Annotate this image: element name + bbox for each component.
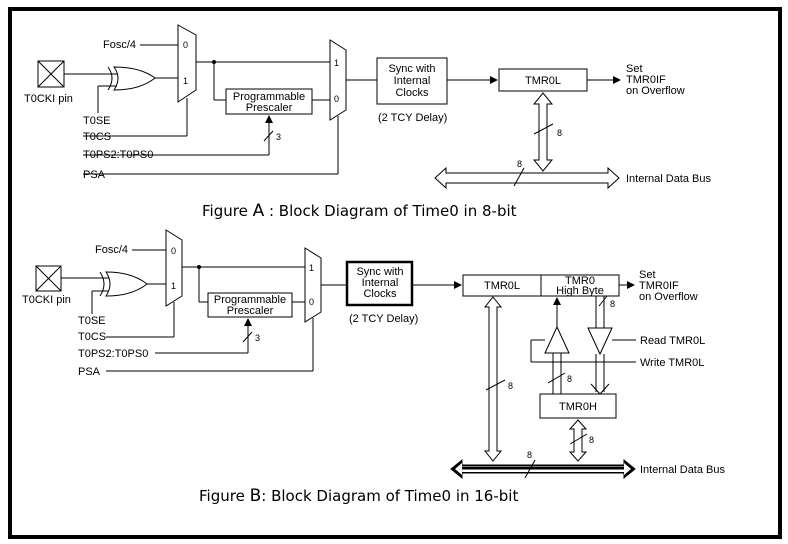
tmr0l-b-label: TMR0L <box>484 280 520 292</box>
sync-b-label-1: Sync with <box>356 266 403 278</box>
read-tmr0l-label: Read TMR0L <box>640 335 705 347</box>
tose-label: T0SE <box>83 115 111 127</box>
tmr0l-bus-arrow <box>532 92 554 172</box>
diagram-frame <box>8 7 782 539</box>
mux2-b <box>304 247 322 323</box>
prescaler-label-2: Prescaler <box>246 102 293 114</box>
h-bus-bits: 8 <box>589 435 594 445</box>
prescaler-bits: 3 <box>276 132 281 142</box>
sync-label-1: Sync with <box>388 63 435 75</box>
sync-box-b <box>345 260 414 307</box>
mux1-b <box>165 229 183 307</box>
bus-b-bits: 8 <box>527 450 532 460</box>
sync-b-label-3: Clocks <box>363 288 397 300</box>
prescaler-b-label-2: Prescaler <box>227 305 274 317</box>
xor-gate <box>107 66 156 91</box>
sync-label-3: Clocks <box>395 87 429 99</box>
set-label-3: on Overflow <box>626 85 685 97</box>
mux1-b-in1: 1 <box>171 281 176 291</box>
mux2 <box>329 39 347 121</box>
prescaler-b-label-1: Programmable <box>214 294 286 306</box>
write-tmr0l-label: Write TMR0L <box>640 357 704 369</box>
tmr0l-b-bus-arrow <box>483 296 503 462</box>
fosc-label: Fosc/4 <box>103 39 136 51</box>
prescaler-label-1: Programmable <box>233 91 305 103</box>
sync-b-label-2: Internal <box>362 277 399 289</box>
tmr0h-box <box>539 393 617 419</box>
figure-b-caption: Figure B: Block Diagram of Time0 in 16-b… <box>199 486 518 506</box>
bus-bits-b: 8 <box>517 159 522 169</box>
tmr0-hb-label-1: TMR0 <box>565 275 595 287</box>
tops-label: T0PS2:T0PS0 <box>83 149 153 161</box>
set-b-label-2: TMR0IF <box>639 280 679 292</box>
read-buffer <box>587 327 613 356</box>
mux2-b-in1: 1 <box>309 263 314 273</box>
tocki-label-b: T0CKI pin <box>22 294 71 306</box>
mux2-b-in0: 0 <box>309 297 314 307</box>
mux1-in0: 0 <box>183 40 188 50</box>
psa-label-b: PSA <box>78 366 101 378</box>
tmr0-hb-label-2: High Byte <box>556 285 604 297</box>
prescaler-box <box>225 88 313 115</box>
bus-b-label: Internal Data Bus <box>640 464 725 476</box>
write-buffer <box>544 325 570 354</box>
tose-label-b: T0SE <box>78 315 106 327</box>
prescaler-b-bits: 3 <box>255 333 260 343</box>
prescaler-box-b <box>207 292 293 318</box>
bus-label: Internal Data Bus <box>626 173 711 185</box>
sync-label-2: Internal <box>394 75 431 87</box>
figure-b: T0CKI pin T0SE Fosc/4 0 1 T0CS Programma… <box>22 229 725 506</box>
set-label-1: Set <box>626 63 643 75</box>
delay-label-b: (2 TCY Delay) <box>349 313 418 325</box>
internal-data-bus <box>434 166 620 190</box>
mux1-in1: 1 <box>183 76 188 86</box>
tocki-pin-symbol <box>37 60 65 88</box>
set-b-label-3: on Overflow <box>639 291 698 303</box>
psa-label: PSA <box>83 169 106 181</box>
set-label-2: TMR0IF <box>626 74 666 86</box>
mux2-in1: 1 <box>334 58 339 68</box>
figure-a: T0CKI pin T0SE Fosc/4 0 1 T0CS Programma… <box>24 24 711 221</box>
xor-gate-b <box>99 271 148 297</box>
set-b-label-1: Set <box>639 269 656 281</box>
figure-a-caption: Figure A : Block Diagram of Time0 in 8-b… <box>202 201 517 221</box>
tocs-label-b: T0CS <box>78 331 106 343</box>
tops-label-b: T0PS2:T0PS0 <box>78 348 148 360</box>
delay-label: (2 TCY Delay) <box>378 112 447 124</box>
bus-bits-a: 8 <box>557 128 562 138</box>
tocki-label: T0CKI pin <box>24 93 73 105</box>
left-bits: 8 <box>508 381 513 391</box>
tocs-label: T0CS <box>83 131 111 143</box>
sync-box <box>376 57 448 105</box>
mux1-b-in0: 0 <box>171 246 176 256</box>
mux1 <box>177 24 197 103</box>
fosc-label-b: Fosc/4 <box>95 244 128 256</box>
tmr0h-label: TMR0H <box>559 401 597 413</box>
hb-bits: 8 <box>610 299 615 309</box>
mux2-in0: 0 <box>334 94 339 104</box>
tmr0h-bus-arrow <box>568 419 588 462</box>
tmr0l-label: TMR0L <box>525 75 561 87</box>
tocki-pin-symbol-b <box>35 265 62 292</box>
tmr0h-bits: 8 <box>567 374 572 384</box>
